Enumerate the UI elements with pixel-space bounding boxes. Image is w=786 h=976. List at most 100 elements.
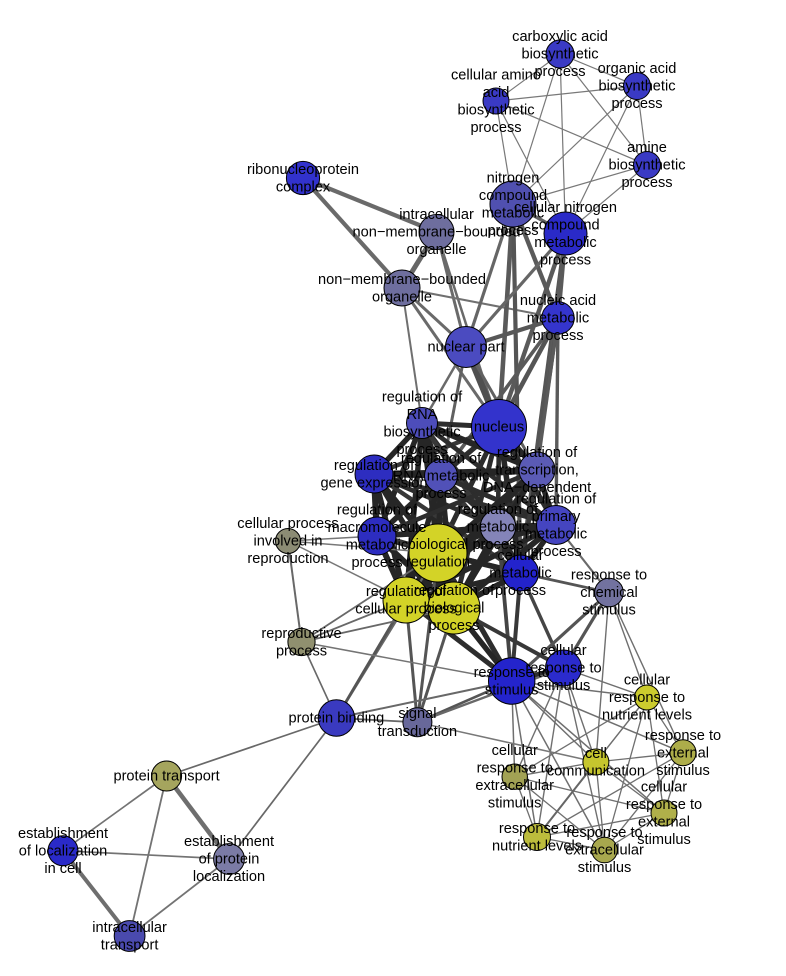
svg-text:of protein: of protein [199, 852, 260, 868]
svg-text:primary: primary [532, 509, 581, 525]
svg-text:non−membrane−bounded: non−membrane−bounded [318, 272, 486, 288]
svg-text:protein binding: protein binding [289, 711, 385, 727]
svg-text:response to: response to [645, 728, 721, 744]
svg-text:process: process [532, 328, 583, 344]
svg-text:chemical: chemical [580, 585, 638, 601]
svg-text:RNA metabolic: RNA metabolic [393, 469, 490, 485]
svg-text:stimulus: stimulus [537, 678, 591, 694]
svg-text:regulation: regulation [406, 555, 470, 571]
svg-text:metabolic: metabolic [346, 538, 408, 554]
svg-text:of localization: of localization [19, 844, 107, 860]
svg-text:organelle: organelle [372, 289, 432, 305]
svg-text:nucleic acid: nucleic acid [520, 293, 596, 309]
svg-text:establishment: establishment [18, 826, 108, 842]
svg-text:regulation of: regulation of [337, 503, 418, 519]
svg-text:cellular: cellular [497, 548, 543, 564]
svg-text:metabolic: metabolic [482, 205, 544, 221]
svg-text:metabolic: metabolic [525, 527, 587, 543]
svg-text:response to: response to [474, 665, 550, 681]
svg-text:regulation of: regulation of [497, 445, 578, 461]
svg-text:biosynthetic: biosynthetic [383, 424, 460, 440]
svg-text:biosynthetic: biosynthetic [598, 79, 675, 95]
svg-text:compound: compound [479, 188, 547, 204]
svg-text:metabolic: metabolic [534, 235, 596, 251]
svg-text:process: process [487, 223, 538, 239]
svg-text:organelle: organelle [406, 242, 466, 258]
svg-text:stimulus: stimulus [656, 763, 710, 779]
svg-text:regulation of: regulation of [366, 584, 447, 600]
svg-text:biosynthetic: biosynthetic [521, 47, 598, 63]
svg-text:stimulus: stimulus [485, 683, 539, 699]
svg-text:involved in: involved in [254, 534, 323, 550]
svg-text:stimulus: stimulus [488, 796, 542, 812]
svg-text:process: process [495, 583, 546, 599]
svg-text:process: process [621, 175, 672, 191]
svg-text:nucleus: nucleus [474, 420, 524, 436]
svg-text:extracellular: extracellular [565, 843, 644, 859]
svg-text:response to: response to [525, 661, 601, 677]
svg-text:nutrient levels: nutrient levels [492, 839, 582, 855]
svg-text:reproduction: reproduction [247, 551, 328, 567]
svg-text:process: process [530, 544, 581, 560]
svg-text:biosynthetic: biosynthetic [608, 158, 685, 174]
svg-text:response to: response to [609, 690, 685, 706]
svg-text:reproductive: reproductive [261, 626, 341, 642]
svg-text:nuclear part: nuclear part [427, 340, 504, 356]
svg-text:process: process [415, 486, 466, 502]
svg-text:response to: response to [626, 797, 702, 813]
svg-text:signal: signal [398, 706, 436, 722]
svg-text:transcription,: transcription, [495, 463, 579, 479]
svg-text:process: process [472, 537, 523, 553]
svg-text:cellular amino: cellular amino [451, 68, 541, 84]
svg-text:process: process [351, 555, 402, 571]
svg-text:extracellular: extracellular [475, 778, 554, 794]
svg-text:amine: amine [627, 140, 667, 156]
svg-text:intracellular: intracellular [399, 207, 474, 223]
svg-text:stimulus: stimulus [578, 860, 632, 876]
svg-text:cellular: cellular [492, 743, 538, 759]
svg-text:metabolic: metabolic [467, 520, 529, 536]
svg-text:cellular: cellular [641, 780, 687, 796]
svg-text:regulation of: regulation of [401, 451, 482, 467]
svg-text:ribonucleoprotein: ribonucleoprotein [247, 162, 359, 178]
svg-text:stimulus: stimulus [582, 603, 636, 619]
svg-text:communication: communication [547, 764, 645, 780]
svg-text:response to: response to [566, 825, 642, 841]
svg-text:process: process [396, 442, 447, 458]
svg-text:localization: localization [193, 869, 265, 885]
svg-text:process: process [540, 252, 591, 268]
svg-text:DNA−dependent: DNA−dependent [483, 480, 591, 496]
svg-text:response to: response to [571, 568, 647, 584]
svg-text:biosynthetic: biosynthetic [457, 103, 534, 119]
svg-text:process: process [428, 618, 479, 634]
svg-text:transduction: transduction [378, 724, 458, 740]
svg-text:response to: response to [477, 761, 553, 777]
svg-text:RNA: RNA [407, 407, 438, 423]
svg-text:acid: acid [483, 85, 510, 101]
svg-text:cellular process: cellular process [355, 602, 456, 618]
svg-text:non−membrane−bounded: non−membrane−bounded [353, 225, 521, 241]
svg-text:cellular process: cellular process [237, 516, 338, 532]
svg-text:gene expression: gene expression [320, 475, 427, 491]
svg-text:response to: response to [499, 821, 575, 837]
svg-text:protein transport: protein transport [113, 769, 219, 785]
svg-text:biological: biological [408, 537, 469, 553]
svg-text:carboxylic acid: carboxylic acid [512, 29, 608, 45]
svg-text:establishment: establishment [184, 834, 274, 850]
svg-text:nutrient levels: nutrient levels [602, 708, 692, 724]
svg-text:compound: compound [531, 217, 599, 233]
svg-text:macromolecule: macromolecule [328, 520, 427, 536]
svg-text:metabolic: metabolic [527, 311, 589, 327]
svg-text:external: external [657, 745, 709, 761]
svg-text:cellular: cellular [540, 643, 586, 659]
svg-text:biological: biological [424, 601, 485, 617]
svg-text:cellular: cellular [624, 673, 670, 689]
svg-text:regulation of: regulation of [516, 491, 597, 507]
svg-text:organic acid: organic acid [598, 61, 677, 77]
svg-text:process: process [470, 120, 521, 136]
svg-text:complex: complex [276, 179, 331, 195]
svg-text:process: process [534, 64, 585, 80]
svg-text:regulation of: regulation of [382, 389, 463, 405]
svg-text:stimulus: stimulus [637, 832, 691, 848]
svg-text:process: process [276, 644, 327, 660]
